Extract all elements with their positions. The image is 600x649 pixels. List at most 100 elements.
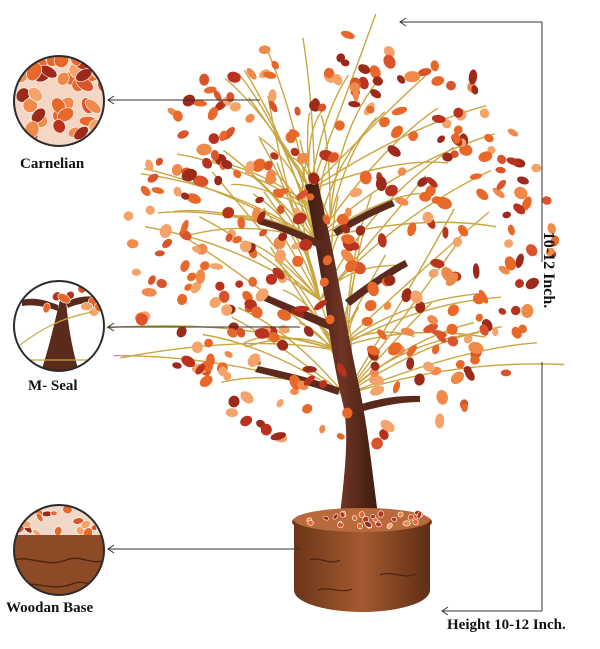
- stone: [246, 67, 257, 80]
- stone: [221, 304, 233, 316]
- stone: [268, 332, 280, 343]
- stone: [339, 511, 346, 518]
- stone: [259, 229, 268, 237]
- stone: [278, 232, 288, 241]
- stone: [404, 71, 421, 83]
- stone: [514, 186, 528, 200]
- stone: [410, 290, 423, 304]
- stone: [289, 129, 300, 138]
- stone: [213, 90, 222, 102]
- stone: [177, 293, 188, 306]
- gold-wire: [309, 75, 426, 191]
- carnelian-stones: [123, 30, 560, 450]
- stone: [210, 150, 220, 161]
- stone: [290, 388, 299, 396]
- stone: [155, 157, 164, 166]
- stone: [414, 373, 425, 386]
- stone: [260, 423, 272, 436]
- stone: [468, 341, 484, 355]
- stone: [341, 249, 354, 263]
- stone: [235, 280, 244, 288]
- stone: [309, 100, 321, 112]
- stone: [430, 60, 440, 72]
- stone: [319, 380, 328, 389]
- stone: [276, 398, 284, 408]
- stone: [200, 261, 210, 271]
- stone: [511, 326, 522, 339]
- stone: [364, 521, 373, 528]
- stone: [50, 510, 58, 517]
- stone: [450, 371, 465, 385]
- stone: [385, 184, 398, 197]
- gold-wire: [263, 207, 321, 301]
- stone: [244, 160, 255, 176]
- stone: [148, 275, 156, 285]
- stone: [356, 522, 364, 530]
- stone: [191, 245, 202, 253]
- stone: [27, 86, 43, 102]
- stone: [209, 263, 224, 270]
- stone: [151, 187, 165, 194]
- stone: [496, 179, 507, 190]
- stone: [431, 344, 440, 355]
- stone: [401, 288, 412, 303]
- gold-wire: [334, 211, 490, 351]
- stone: [507, 128, 519, 137]
- stone: [379, 429, 389, 440]
- stone: [242, 290, 253, 302]
- stone: [368, 374, 384, 386]
- stone: [370, 89, 382, 99]
- stone: [459, 144, 473, 156]
- stone: [140, 185, 151, 197]
- stone: [322, 255, 332, 266]
- stone: [319, 277, 329, 287]
- stone: [383, 46, 395, 58]
- stone: [308, 172, 320, 185]
- stone: [92, 508, 103, 514]
- stone: [290, 308, 305, 318]
- stone: [517, 176, 529, 185]
- stone: [384, 274, 396, 286]
- stone: [196, 143, 212, 156]
- stone: [431, 114, 446, 123]
- stone: [515, 279, 524, 288]
- stone: [276, 339, 289, 351]
- stone: [355, 225, 366, 236]
- stone: [359, 170, 372, 185]
- stone: [247, 353, 261, 367]
- stone: [296, 152, 309, 164]
- stone: [484, 133, 494, 143]
- stone: [186, 272, 197, 282]
- stone: [345, 207, 352, 217]
- stone: [294, 305, 310, 313]
- stone: [307, 519, 314, 526]
- stone: [427, 315, 438, 325]
- gold-wire: [237, 307, 346, 396]
- seal-label: M- Seal: [28, 378, 78, 394]
- stone: [428, 268, 439, 278]
- stone: [400, 327, 415, 336]
- stone: [492, 187, 505, 198]
- stone: [336, 53, 346, 63]
- stone: [337, 521, 344, 529]
- stone: [336, 213, 349, 226]
- stone: [349, 82, 360, 93]
- stone: [199, 375, 213, 388]
- stone: [447, 304, 459, 317]
- stone: [436, 196, 452, 210]
- stone: [349, 187, 363, 198]
- stone: [370, 385, 385, 396]
- stone: [224, 350, 233, 358]
- stone: [97, 56, 104, 71]
- stone: [123, 211, 134, 221]
- stone: [199, 73, 210, 86]
- inset-seal: [13, 280, 105, 372]
- stone: [342, 407, 353, 419]
- stone: [452, 132, 461, 144]
- stone: [222, 207, 235, 219]
- stone: [475, 313, 483, 322]
- stone: [327, 152, 339, 163]
- stone: [392, 381, 401, 394]
- carnelian-label: Carnelian: [20, 156, 85, 172]
- stone: [159, 224, 172, 238]
